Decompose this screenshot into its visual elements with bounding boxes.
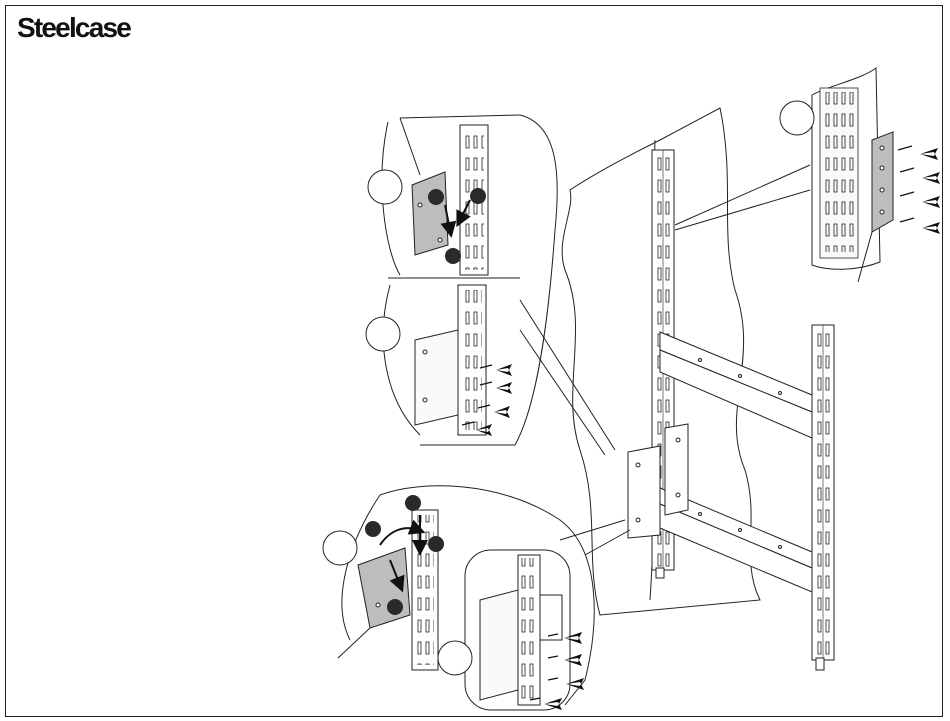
step-dot-3b xyxy=(405,495,421,511)
detail-top-right xyxy=(675,68,940,282)
step-marker-upper-left-2 xyxy=(366,317,400,351)
step-dot-3a xyxy=(365,521,381,537)
detail-upper-left xyxy=(366,115,615,455)
step-marker-lower-left-1 xyxy=(323,531,357,565)
step-dot-1a xyxy=(428,189,444,205)
step-marker-top-right xyxy=(780,101,814,135)
step-dot-3d xyxy=(387,599,403,615)
step-marker-lower-left-2 xyxy=(438,641,472,675)
step-dot-1b xyxy=(470,188,486,204)
step-dot-1c xyxy=(445,248,461,264)
step-dot-3c xyxy=(428,536,444,552)
right-upright xyxy=(812,325,834,670)
step-marker-upper-left-1 xyxy=(368,170,402,204)
detail-lower-left xyxy=(323,486,630,710)
